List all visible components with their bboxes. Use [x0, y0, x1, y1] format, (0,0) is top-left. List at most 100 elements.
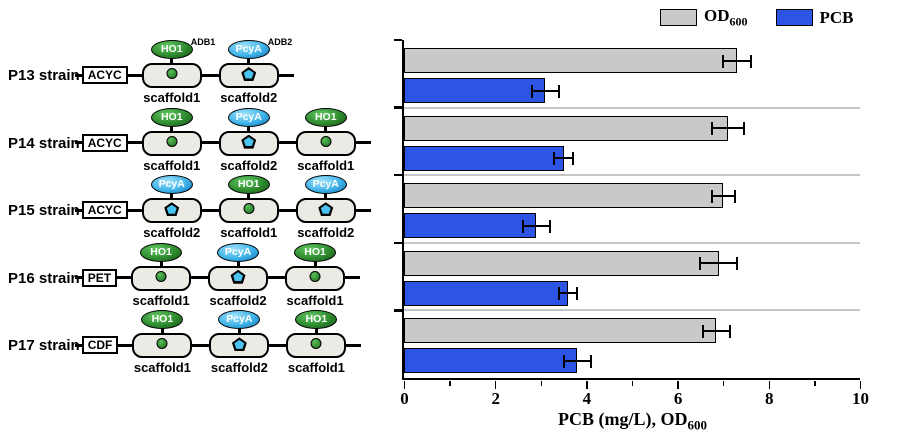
x-tick-label: 0	[400, 389, 409, 408]
enzyme-stem	[324, 124, 328, 133]
scaffold-unit: HO1 scaffold1	[139, 107, 205, 174]
binding-site-pentagon-fill	[320, 204, 331, 214]
bar-group-p14	[393, 106, 860, 176]
binding-site-circle-icon	[309, 270, 321, 282]
binding-site-circle-icon	[166, 135, 178, 147]
y-axis-tick	[393, 173, 402, 177]
error-bar-cap-right	[548, 219, 551, 233]
binding-site-circle-icon	[155, 270, 167, 282]
error-bar-cap-right	[733, 189, 736, 203]
y-axis-tick	[393, 106, 402, 109]
backbone-box: ACYC	[81, 133, 128, 152]
error-bar	[699, 257, 738, 271]
scaffold-box	[295, 130, 356, 156]
scaffold-label: scaffold1	[286, 292, 344, 308]
error-bar	[722, 54, 752, 68]
enzyme-oval-ho1: HO1	[150, 107, 193, 127]
error-bar	[553, 152, 574, 166]
enzyme-oval-ho1: HO1	[227, 175, 270, 195]
group-separator	[404, 241, 860, 244]
enzyme-stem	[237, 327, 241, 336]
scaffold-box	[218, 198, 279, 224]
legend-swatch-pcb	[775, 9, 813, 27]
enzyme-oval-pcya: PcyA	[217, 242, 260, 262]
scaffold-box	[141, 130, 202, 156]
enzyme-stem	[170, 124, 174, 133]
enzyme-oval-pcya: PcyA	[150, 175, 193, 195]
y-axis-tick	[393, 38, 402, 42]
enzyme-oval-ho1: HO1	[294, 242, 337, 262]
pcb-bar	[404, 213, 537, 239]
binding-site-pentagon-fill	[233, 272, 244, 282]
scaffold-box	[132, 333, 193, 359]
error-bar	[521, 219, 551, 233]
error-bar	[558, 287, 579, 301]
binding-site-circle-icon	[320, 135, 332, 147]
enzyme-oval-ho1: HO1	[295, 310, 338, 330]
binding-site-pentagon-icon	[230, 269, 246, 284]
x-axis-title-sub: 600	[687, 417, 708, 433]
x-minor-tick	[449, 380, 451, 386]
x-axis-title: PCB (mg/L), OD600	[405, 409, 861, 434]
error-bar-cap-left	[710, 122, 713, 136]
enzyme-stem	[247, 57, 251, 65]
adb-label: ADB2	[267, 37, 293, 47]
enzyme-stem	[170, 192, 174, 201]
strain-label: P16 strain	[8, 269, 80, 287]
scaffold-label: scaffold2	[210, 360, 268, 376]
scaffold-unit: HO1 scaffold1	[283, 310, 349, 376]
error-bar-cap-left	[710, 189, 713, 203]
error-bar-cap-right	[729, 324, 732, 338]
x-major-tick	[677, 380, 679, 389]
x-major-tick	[768, 380, 771, 389]
scaffold-label: scaffold2	[220, 157, 278, 173]
scaffold-unit: HO1 scaffold1	[216, 175, 282, 241]
enzyme-oval-pcya: PcyA	[227, 40, 270, 59]
scaffold-box	[295, 198, 356, 224]
group-separator	[404, 309, 860, 312]
x-major-tick	[403, 380, 406, 389]
scaffold-label: scaffold1	[220, 225, 278, 241]
scaffold-label: scaffold1	[133, 360, 191, 376]
scaffold-label: scaffold1	[143, 157, 201, 173]
x-tick-label: 6	[673, 389, 683, 408]
error-bar-cap-right	[558, 84, 561, 98]
enzyme-stem	[160, 327, 164, 336]
error-bar	[710, 189, 736, 203]
scaffold-box	[218, 63, 279, 88]
error-bar-cap-right	[742, 122, 745, 136]
scaffold-box	[218, 130, 279, 156]
binding-site-pentagon-fill	[166, 204, 177, 214]
binding-site-pentagon-fill	[234, 339, 245, 349]
error-bar-cap-left	[722, 54, 725, 68]
adb-label: ADB1	[190, 37, 216, 47]
scaffold-label: scaffold1	[287, 360, 345, 376]
scaffold-label: scaffold1	[132, 292, 190, 308]
x-minor-tick	[540, 380, 543, 386]
scaffold-box	[208, 265, 269, 291]
enzyme-stem	[170, 57, 174, 65]
error-bar-cap-left	[530, 84, 533, 98]
binding-site-circle-icon	[166, 68, 178, 79]
strain-label: P17 strain	[8, 337, 80, 355]
binding-site-pentagon-icon	[231, 337, 247, 352]
error-bar	[562, 354, 592, 368]
bar-group-p17	[393, 309, 860, 378]
binding-site-circle-icon	[156, 338, 168, 350]
legend-item-od600: OD600	[660, 6, 748, 29]
bar-group-p16	[393, 241, 860, 311]
scaffold-label: scaffold2	[297, 225, 355, 241]
pcb-bar	[404, 280, 569, 306]
scaffold-label: scaffold1	[143, 90, 201, 105]
group-separator	[404, 174, 860, 177]
binding-site-pentagon-fill	[243, 137, 254, 147]
x-tick-label: 8	[765, 389, 774, 408]
